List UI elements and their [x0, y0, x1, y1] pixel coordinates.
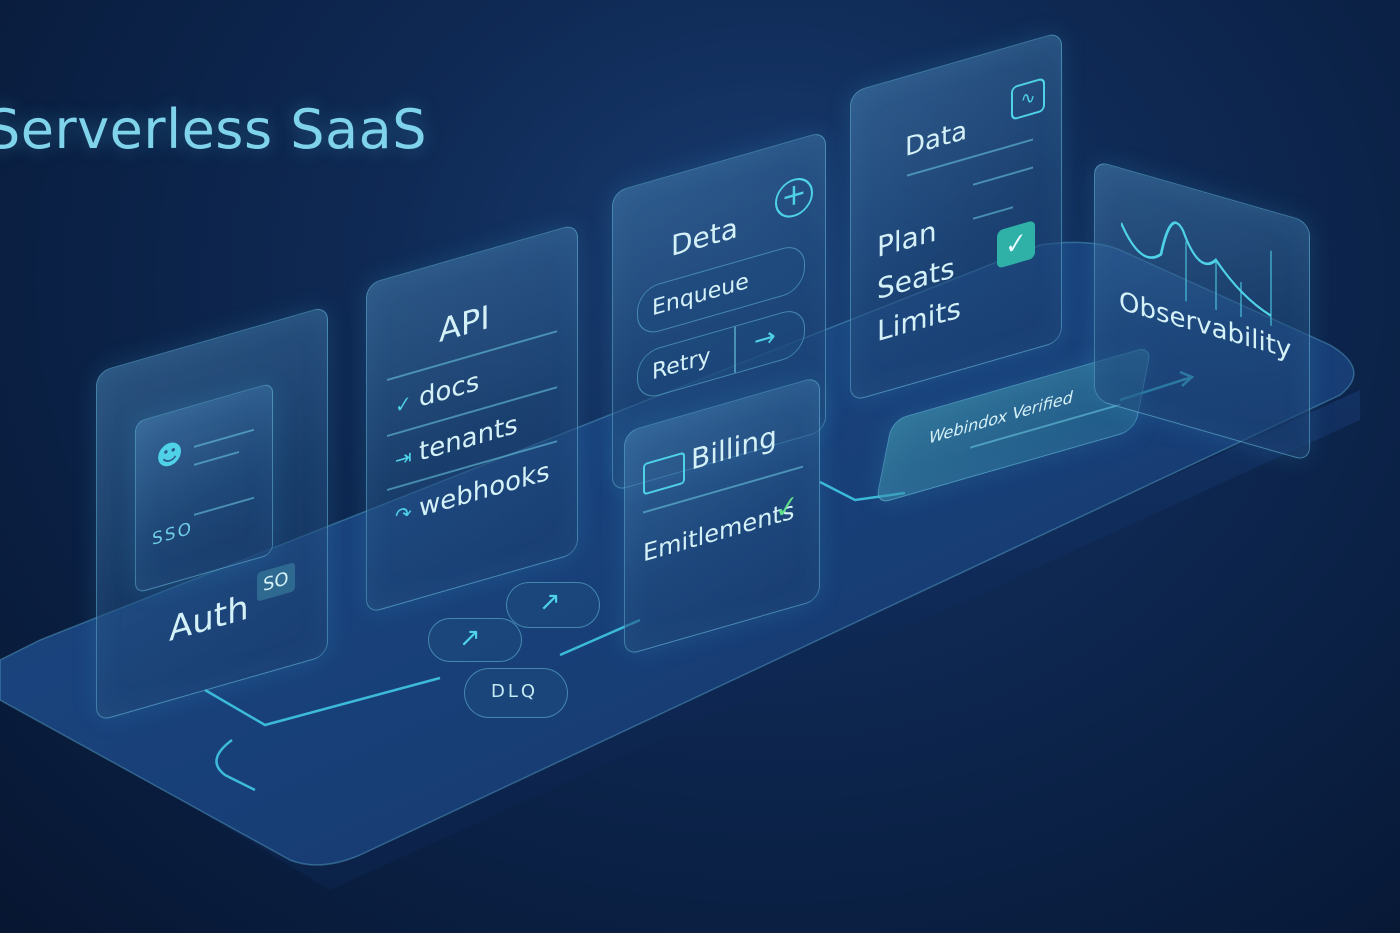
api-panel[interactable]: API ✓ docs ⇥ tenants ↷ webhooks: [366, 223, 578, 615]
data-line-2: [973, 206, 1013, 220]
arrow-right-icon: →: [754, 321, 776, 358]
api-item-docs[interactable]: docs: [419, 366, 480, 414]
check-icon: ✓: [775, 486, 799, 527]
billing-title: Billing: [691, 419, 777, 477]
user-icon: ☻: [156, 437, 184, 475]
observability-panel[interactable]: Observability: [1094, 160, 1310, 462]
api-title: API: [439, 297, 490, 351]
queue-title: Deta: [671, 210, 738, 264]
dlq-label: DLQ: [491, 681, 539, 702]
credit-card-icon: [643, 451, 685, 496]
bolt-icon: ✓: [395, 389, 412, 419]
enqueue-label: Enqueue: [652, 268, 749, 322]
action-pill-2[interactable]: ↗: [506, 582, 600, 628]
checkbox-checked-icon[interactable]: ✓: [997, 219, 1035, 269]
retry-label: Retry: [652, 343, 711, 386]
chart-icon: ∿: [1011, 77, 1045, 121]
auth-line-2: [194, 450, 239, 466]
observability-chart: [1121, 221, 1272, 326]
auth-panel[interactable]: ☻ SSO Auth SO: [96, 305, 328, 722]
auth-card: ☻ SSO: [135, 382, 273, 594]
data-panel[interactable]: Data ∿ Plan Seats ✓ Limits: [850, 31, 1062, 402]
data-title: Data: [905, 115, 968, 164]
retry-separator: [734, 326, 736, 374]
auth-label: Auth: [169, 587, 249, 651]
arrow-pill-icon-2: ↗: [539, 587, 561, 617]
data-line-1: [973, 166, 1033, 186]
auth-line-3: [194, 496, 254, 516]
auth-line-1: [194, 428, 254, 448]
arrow-pill-icon-1: ↗: [459, 623, 481, 653]
hook-icon: ↷: [395, 499, 412, 529]
arrow-icon: ⇥: [395, 443, 412, 473]
auth-badge: SO: [257, 562, 295, 602]
dlq-pill[interactable]: DLQ: [464, 668, 568, 718]
api-item-webhooks[interactable]: webhooks: [419, 456, 550, 524]
data-item-plan: Plan: [877, 214, 937, 265]
page-title: Serverless SaaS: [0, 98, 427, 161]
plus-circle-icon[interactable]: +: [775, 173, 813, 223]
sso-text: SSO: [152, 518, 193, 550]
action-pill-1[interactable]: ↗: [428, 618, 522, 662]
api-item-tenants[interactable]: tenants: [419, 409, 518, 468]
